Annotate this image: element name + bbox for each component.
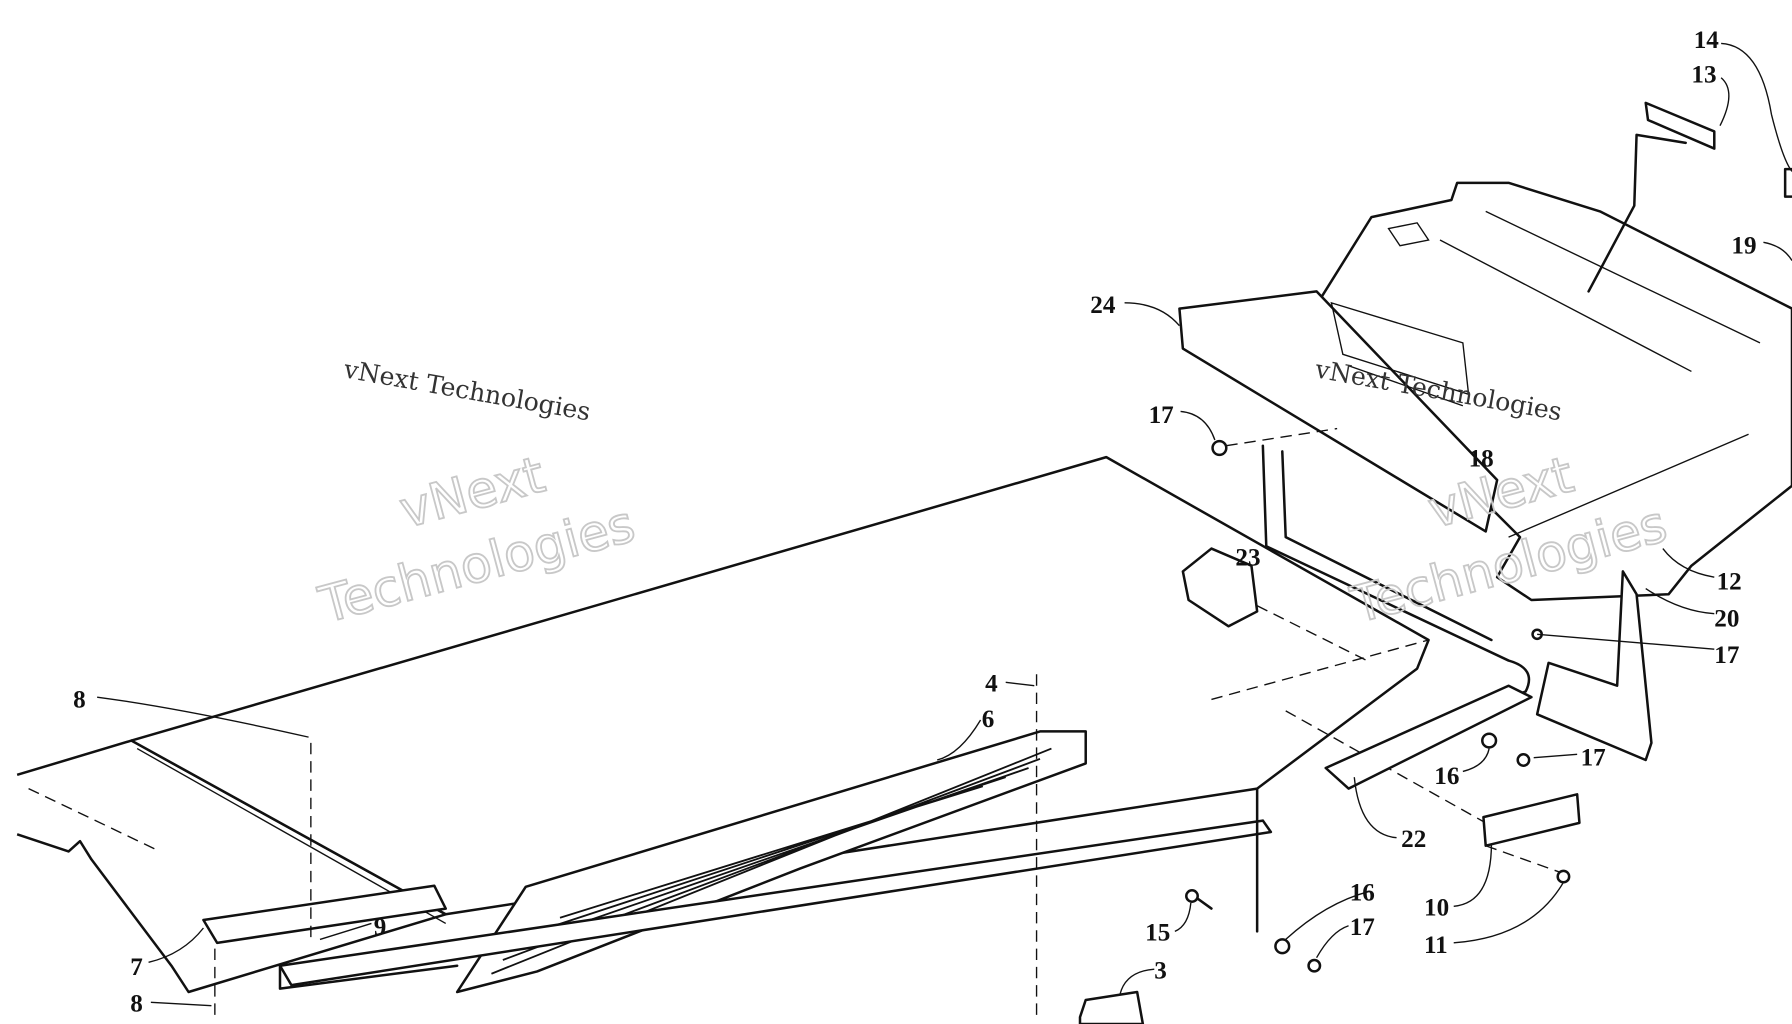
side-rail-bar — [278, 787, 1273, 990]
hardware — [1078, 427, 1571, 1024]
side-plate-20 — [1535, 570, 1653, 762]
callout-14: 14 — [1694, 27, 1720, 54]
callout-8: 8 — [130, 990, 143, 1017]
callout-16: 16 — [1350, 880, 1375, 907]
callout-19: 19 — [1731, 233, 1756, 260]
callout-20: 20 — [1714, 605, 1739, 632]
callout-7: 7 — [130, 954, 143, 981]
callout-3: 3 — [1154, 957, 1167, 984]
callout-17: 17 — [1350, 914, 1375, 941]
callout-23: 23 — [1235, 545, 1260, 572]
callout-labels: 14 13 19 24 17 18 23 12 20 17 4 6 16 17 … — [73, 27, 1756, 1017]
callout-17: 17 — [1149, 402, 1174, 429]
bracket-7 — [202, 674, 1038, 1018]
tube-bracket — [1261, 444, 1533, 790]
callout-11: 11 — [1424, 932, 1448, 959]
callout-16: 16 — [1434, 763, 1459, 790]
hood-assembly — [1178, 181, 1792, 602]
watermark-left: vNext Technologies vNext Technologies — [312, 354, 642, 635]
watermark-small: vNext Technologies — [341, 354, 593, 426]
callout-10: 10 — [1424, 894, 1449, 921]
callout-12: 12 — [1717, 569, 1742, 596]
callout-22: 22 — [1401, 826, 1426, 853]
callout-8: 8 — [73, 686, 86, 713]
callout-18: 18 — [1469, 445, 1494, 472]
callout-4: 4 — [985, 670, 998, 697]
leader-lines — [97, 42, 1792, 1007]
callout-15: 15 — [1145, 920, 1170, 947]
callout-17: 17 — [1714, 642, 1739, 669]
callout-17: 17 — [1581, 745, 1606, 772]
callout-9: 9 — [374, 914, 387, 941]
callout-13: 13 — [1691, 61, 1716, 88]
plate-10 — [1482, 793, 1581, 875]
callout-6: 6 — [982, 706, 995, 733]
tunnel-deck — [130, 455, 1487, 925]
decal-13 — [1587, 101, 1792, 293]
callout-24: 24 — [1090, 292, 1116, 319]
